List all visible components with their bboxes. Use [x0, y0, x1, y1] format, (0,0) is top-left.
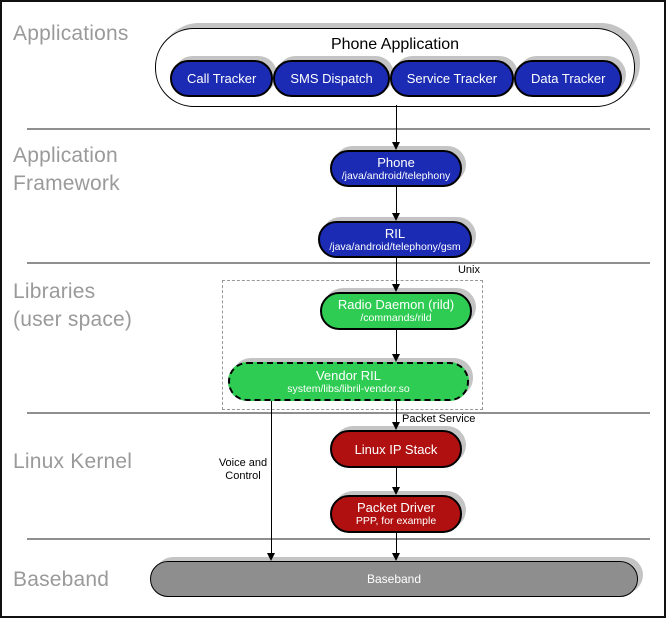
arrow-line [271, 401, 272, 554]
node-vendor-ril: Vendor RIL system/libs/libril-vendor.so [228, 362, 469, 401]
node-call-tracker: Call Tracker [170, 60, 274, 97]
node-phone-title: Phone [377, 154, 415, 170]
divider-framework-libraries [27, 262, 650, 264]
node-packet-driver-title: Packet Driver [356, 500, 436, 515]
unix-label: Unix [457, 264, 480, 276]
arrow-line [396, 258, 397, 285]
node-linux-ip-stack: Linux IP Stack [330, 430, 462, 468]
arrow-line [396, 187, 397, 214]
node-data-tracker: Data Tracker [514, 60, 623, 97]
arrowhead-down-icon [392, 487, 400, 495]
divider-libraries-kernel [27, 412, 650, 414]
voice-and-control-line2: Control [225, 470, 261, 482]
node-service-tracker: Service Tracker [389, 60, 515, 97]
node-baseband: Baseband [150, 561, 638, 597]
arrow-line [396, 105, 397, 143]
arrowhead-down-icon [392, 422, 400, 430]
arrowhead-down-icon [392, 142, 400, 150]
node-baseband-title: Baseband [366, 572, 422, 586]
layer-label-baseband: Baseband [13, 568, 110, 591]
node-ril: RIL /java/android/telephony/gsm [318, 221, 472, 258]
arrowhead-down-icon [392, 553, 400, 561]
node-radio-daemon-path: /commands/rild [360, 312, 432, 324]
arrowhead-down-icon [392, 213, 400, 221]
divider-applications-framework [27, 128, 650, 130]
node-vendor-ril-title: Vendor RIL [315, 367, 382, 383]
arrow-line [396, 533, 397, 554]
node-radio-daemon-title: Radio Daemon (rild) [337, 297, 455, 312]
voice-and-control-label: Voice and Control [204, 457, 282, 483]
node-radio-daemon: Radio Daemon (rild) /commands/rild [320, 292, 472, 330]
layer-label-libraries-line1: Libraries [13, 280, 96, 303]
node-phone: Phone /java/android/telephony [330, 150, 462, 187]
packet-service-label: Packet Service [402, 413, 476, 425]
voice-and-control-line1: Voice and [218, 457, 268, 469]
node-vendor-ril-path: system/libs/libril-vendor.so [287, 382, 410, 395]
layer-label-application-framework-line2: Framework [13, 172, 120, 195]
layer-label-linux-kernel: Linux Kernel [13, 450, 133, 473]
arrow-line [396, 330, 397, 355]
application-pill-row: Call Tracker SMS Dispatch Service Tracke… [170, 60, 623, 97]
phone-application-container: Phone Application Call Tracker SMS Dispa… [155, 28, 635, 107]
layer-label-application-framework: Application Framework [13, 142, 120, 198]
arrowhead-down-icon [392, 354, 400, 362]
node-packet-driver-subtitle: PPP, for example [355, 515, 437, 527]
layer-label-applications: Applications [13, 22, 129, 45]
layer-label-application-framework-line1: Application [13, 144, 118, 167]
divider-kernel-baseband [27, 538, 650, 540]
arrow-line [396, 468, 397, 488]
node-ril-path: /java/android/telephony/gsm [329, 240, 461, 253]
unix-dashed-box [222, 280, 483, 410]
phone-application-title: Phone Application [330, 36, 460, 53]
arrowhead-down-icon [267, 553, 275, 561]
node-phone-path: /java/android/telephony [341, 169, 451, 182]
arrowhead-down-icon [392, 284, 400, 292]
node-ril-title: RIL [384, 225, 406, 241]
node-packet-driver: Packet Driver PPP, for example [330, 495, 462, 533]
node-sms-dispatch: SMS Dispatch [273, 60, 390, 97]
layer-label-libraries-line2: (user space) [13, 308, 133, 331]
layer-label-libraries: Libraries (user space) [13, 278, 132, 334]
node-linux-ip-stack-title: Linux IP Stack [354, 441, 438, 457]
arrow-line [396, 401, 397, 423]
